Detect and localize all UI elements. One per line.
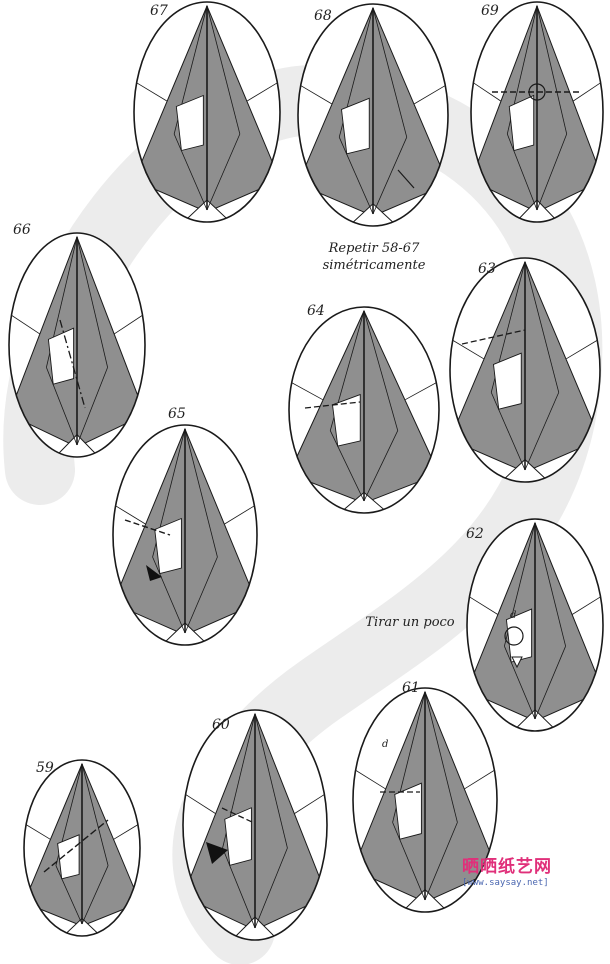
step-label-68: 68: [314, 8, 332, 24]
step-diagram-60: [182, 709, 328, 941]
step-label-63: 63: [478, 261, 496, 277]
arrow-68: [397, 169, 415, 189]
push-arrow-60: [206, 842, 228, 864]
step-diagram-62: [466, 518, 604, 732]
ellipse-group: [8, 1, 604, 941]
step-label-60: 60: [212, 717, 230, 733]
pull-caption: Tirar un poco: [365, 615, 455, 630]
step-label-59: 59: [36, 760, 54, 776]
step-diagram-68: [297, 3, 449, 227]
step-label-64: 64: [307, 303, 325, 319]
fold-line-60: [221, 807, 253, 823]
point-label-d-61: d: [382, 739, 389, 750]
step-diagram-66: [8, 232, 146, 458]
step-diagram-69: [470, 1, 604, 223]
step-diagram-65: [112, 424, 258, 646]
watermark: 晒晒纸艺网 [www.saysay.net]: [462, 852, 602, 888]
step-label-65: 65: [168, 406, 186, 422]
step-diagram-64: [288, 306, 440, 514]
step-diagram-61: [352, 687, 498, 913]
pivot-circle-62: [504, 626, 524, 646]
step-diagram-63: [449, 257, 601, 483]
repeat-caption-line2: simétricamente: [322, 258, 426, 273]
step-label-61: 61: [402, 680, 420, 696]
watermark-logo: 晒晒纸艺网: [462, 857, 552, 877]
step-label-67: 67: [150, 3, 168, 19]
step-annotations: [43, 83, 582, 873]
step-diagram-59: [23, 759, 141, 937]
fold-line-65: [124, 519, 171, 536]
fold-line-63: [461, 329, 526, 345]
step-label-69: 69: [481, 3, 499, 19]
repeat-caption: Repetir 58-67 simétricamente: [318, 240, 430, 274]
fold-line-59: [43, 819, 109, 873]
step-diagram-67: [133, 1, 281, 223]
pivot-circle-69: [528, 83, 546, 101]
watermark-url: [www.saysay.net]: [462, 878, 549, 888]
pull-arrow-62: [511, 656, 523, 669]
fold-line-64: [304, 401, 361, 409]
step-label-66: 66: [13, 222, 31, 238]
push-arrow-65: [146, 565, 162, 581]
step-label-62: 62: [466, 526, 484, 542]
repeat-caption-line1: Repetir 58-67: [328, 241, 420, 256]
fold-line-66: [59, 319, 86, 409]
point-label-d-62: d: [510, 610, 517, 621]
